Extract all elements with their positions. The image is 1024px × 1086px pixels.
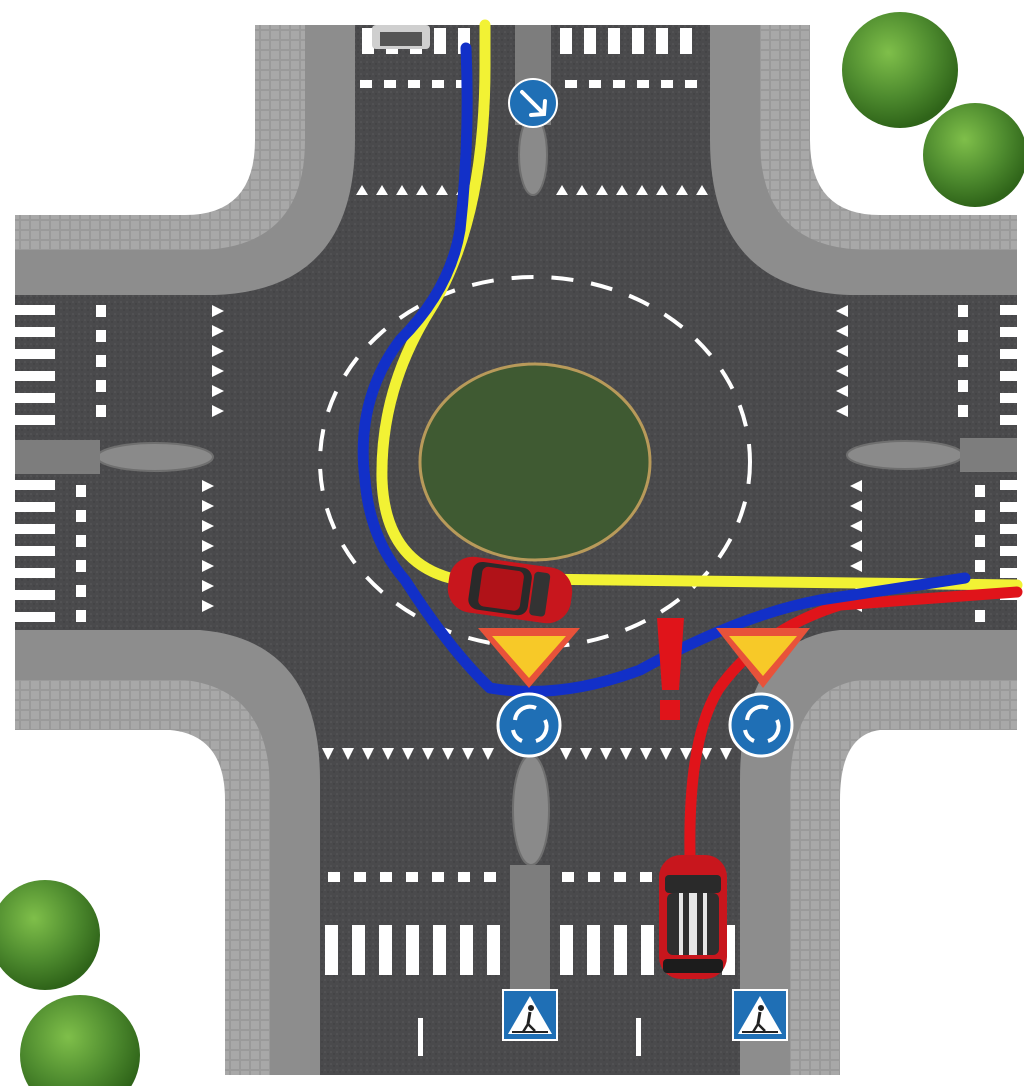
- tree-icon: [923, 103, 1024, 207]
- pedestrian-sign-right: [733, 990, 787, 1040]
- roundabout-sign-right: [730, 694, 792, 756]
- warning-exclamation: [657, 618, 684, 720]
- roundabout-sign-left: [498, 694, 560, 756]
- central-island: [420, 364, 650, 560]
- car-approaching: [659, 855, 727, 979]
- sidewalk-top-left: [15, 25, 355, 295]
- pedestrian-sign-left: [503, 990, 557, 1040]
- car-top-partial: [372, 25, 430, 49]
- tree-icon: [842, 12, 958, 128]
- keep-right-sign: [509, 79, 557, 127]
